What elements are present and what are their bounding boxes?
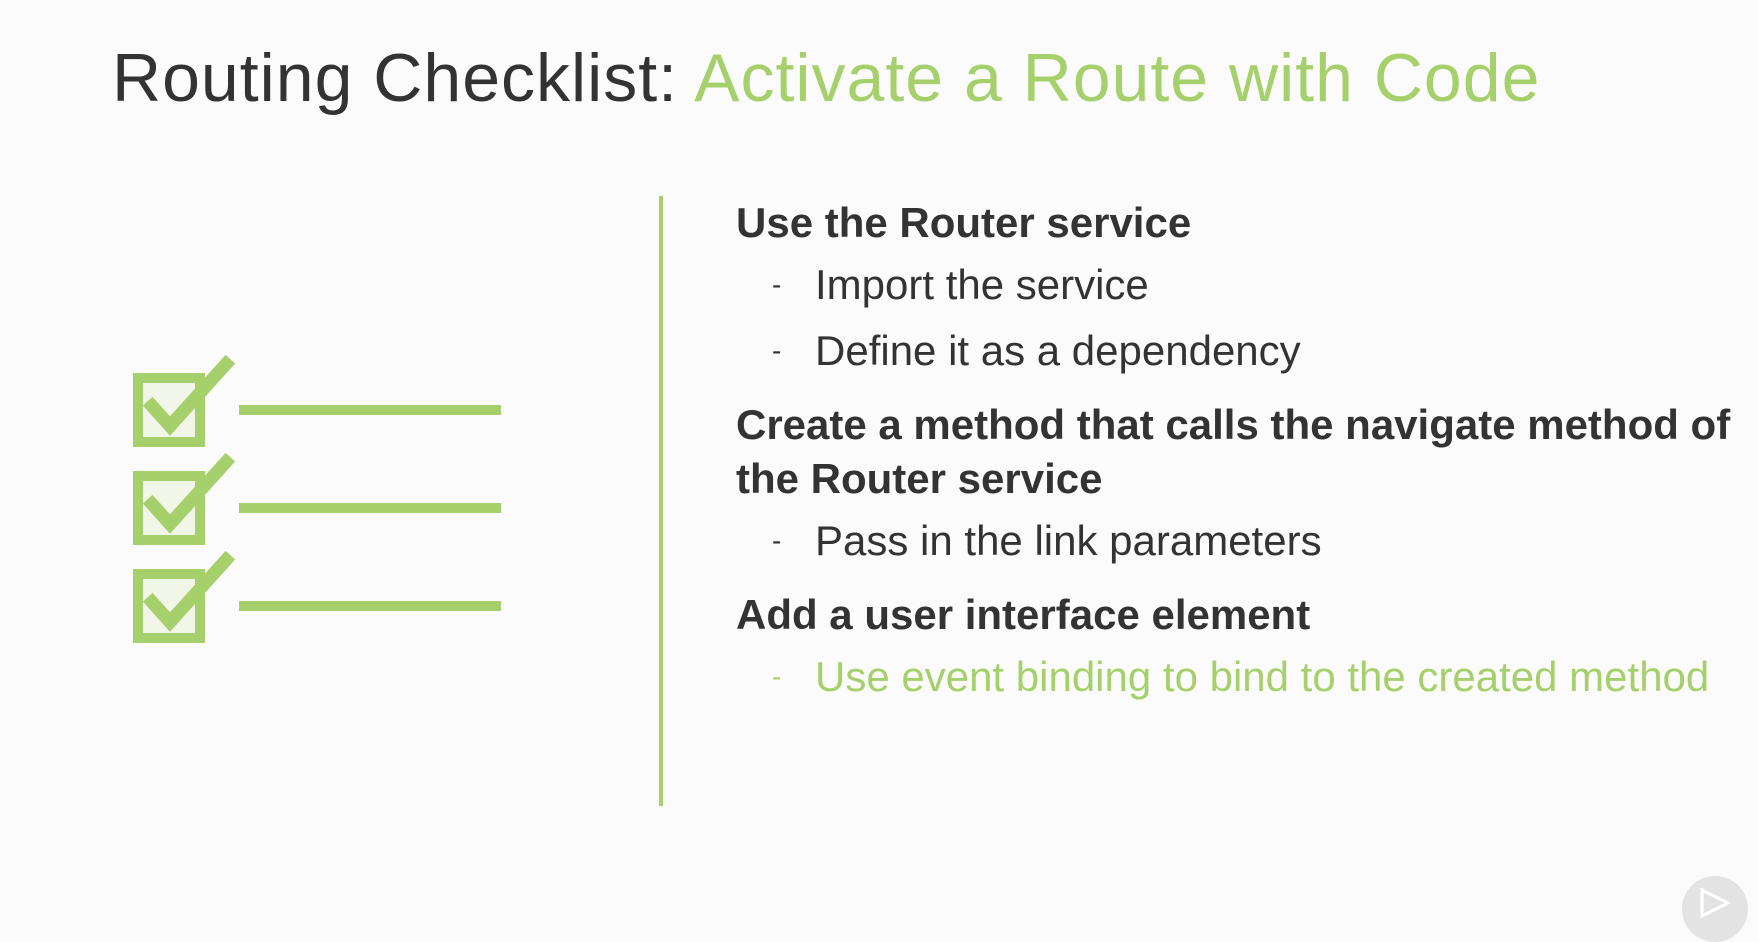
- sub-item: - Define it as a dependency: [736, 324, 1736, 378]
- checklist-icon: [128, 352, 508, 652]
- title-main: Routing Checklist:: [112, 40, 679, 116]
- checklist-item: Use the Router service - Import the servi…: [736, 196, 1736, 378]
- item-heading: Create a method that calls the navigate …: [736, 401, 1731, 502]
- dash-marker: -: [772, 525, 782, 556]
- item-heading: Add a user interface element: [736, 591, 1311, 638]
- sub-list: - Pass in the link parameters: [736, 514, 1736, 568]
- sub-item: - Import the service: [736, 258, 1736, 312]
- sub-item: - Pass in the link parameters: [736, 514, 1736, 568]
- checklist-item: Add a user interface element - Use event …: [736, 588, 1736, 704]
- slide-title: Routing Checklist: Activate a Route with…: [112, 38, 1540, 120]
- sub-item-text: Import the service: [815, 261, 1149, 308]
- sub-item-text: Define it as a dependency: [815, 327, 1301, 374]
- item-heading: Use the Router service: [736, 199, 1192, 246]
- vertical-divider: [659, 196, 663, 806]
- sub-list: - Use event binding to bind to the create…: [736, 650, 1736, 704]
- checklist-item: Create a method that calls the navigate …: [736, 398, 1736, 568]
- dash-marker: -: [772, 661, 782, 692]
- sub-item-text: Use event binding to bind to the created…: [815, 653, 1710, 700]
- dash-marker: -: [772, 269, 782, 300]
- sub-item: - Use event binding to bind to the create…: [736, 650, 1736, 704]
- sub-list: - Import the service - Define it as a depe…: [736, 258, 1736, 378]
- dash-marker: -: [772, 335, 782, 366]
- sub-item-text: Pass in the link parameters: [815, 517, 1322, 564]
- play-logo-icon: [1682, 876, 1748, 942]
- checklist-content: Use the Router service - Import the servi…: [736, 196, 1736, 724]
- title-accent: Activate a Route with Code: [694, 40, 1541, 116]
